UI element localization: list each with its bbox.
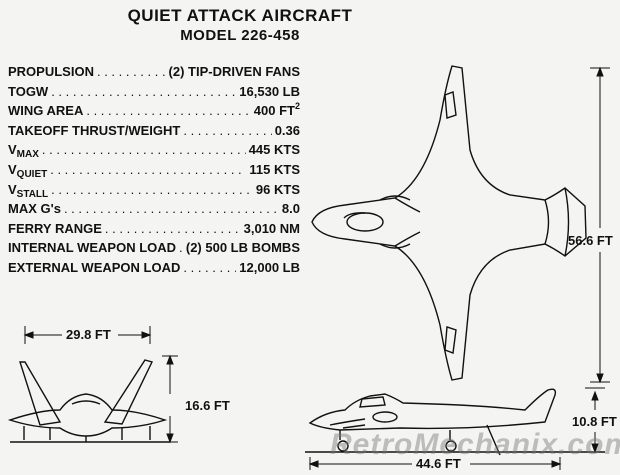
spec-row: EXTERNAL WEAPON LOAD 12,000 LB <box>8 260 300 279</box>
side-length-dimension-line <box>308 457 562 470</box>
side-height-dimension-line <box>585 387 605 454</box>
spec-label: WING AREA <box>8 103 84 119</box>
spec-row: VQUIET 115 KTS <box>8 162 300 181</box>
spec-row: TOGW 16,530 LB <box>8 84 300 103</box>
spec-value: 3,010 NM <box>243 220 300 236</box>
spec-value: 0.36 <box>274 122 300 138</box>
spec-value: 400 FT2 <box>253 101 300 119</box>
spec-label: TOGW <box>8 83 49 99</box>
spec-row: VSTALL 96 KTS <box>8 182 300 201</box>
front-view-drawing <box>7 359 170 443</box>
spec-label: VSTALL <box>8 181 49 200</box>
side-length-label: 44.6 FT <box>416 456 461 471</box>
spec-row: INTERNAL WEAPON LOAD (2) 500 LB BOMBS <box>8 240 300 259</box>
spec-value: (2) TIP-DRIVEN FANS <box>168 64 300 79</box>
spec-label: VMAX <box>8 142 39 161</box>
side-height-label: 10.8 FT <box>572 414 617 429</box>
spec-row: PROPULSION (2) TIP-DRIVEN FANS <box>8 64 300 83</box>
title: QUIET ATTACK AIRCRAFT <box>127 6 353 25</box>
spec-value: (2) 500 LB BOMBS <box>185 240 300 256</box>
spec-row: MAX G's 8.0 <box>8 201 300 220</box>
length-dimension-line <box>590 66 610 384</box>
front-span-label: 29.8 FT <box>66 327 111 342</box>
spec-label: INTERNAL WEAPON LOAD <box>8 240 177 256</box>
spec-row: VMAX 445 KTS <box>8 142 300 161</box>
spec-row: WING AREA 400 FT2 <box>8 101 300 122</box>
spec-value: 16,530 LB <box>239 83 300 99</box>
side-view-drawing <box>305 388 605 456</box>
front-height-dimension-line <box>162 354 178 444</box>
watermark: RetroMechanix.com <box>330 428 620 461</box>
spec-row: TAKEOFF THRUST/WEIGHT 0.36 <box>8 123 300 142</box>
spec-label: FERRY RANGE <box>8 220 102 236</box>
spec-value: 12,000 LB <box>239 260 300 275</box>
spec-label: VQUIET <box>8 162 48 180</box>
spec-value: 8.0 <box>281 201 300 217</box>
spec-value: 96 KTS <box>255 181 300 197</box>
spec-label: EXTERNAL WEAPON LOAD <box>8 260 181 275</box>
spec-value: 115 KTS <box>249 162 300 177</box>
span-dimension-line <box>23 326 152 344</box>
front-height-label: 16.6 FT <box>185 398 230 413</box>
spec-row: FERRY RANGE 3,010 NM <box>8 221 300 240</box>
spec-label: PROPULSION <box>8 64 94 79</box>
spec-value: 445 KTS <box>248 142 300 158</box>
plan-length-label: 56.6 FT <box>568 233 613 248</box>
plan-view-drawing <box>311 65 587 381</box>
spec-label: TAKEOFF THRUST/WEIGHT <box>8 122 181 138</box>
subtitle: MODEL 226-458 <box>180 27 300 44</box>
spec-label: MAX G's <box>8 201 61 217</box>
